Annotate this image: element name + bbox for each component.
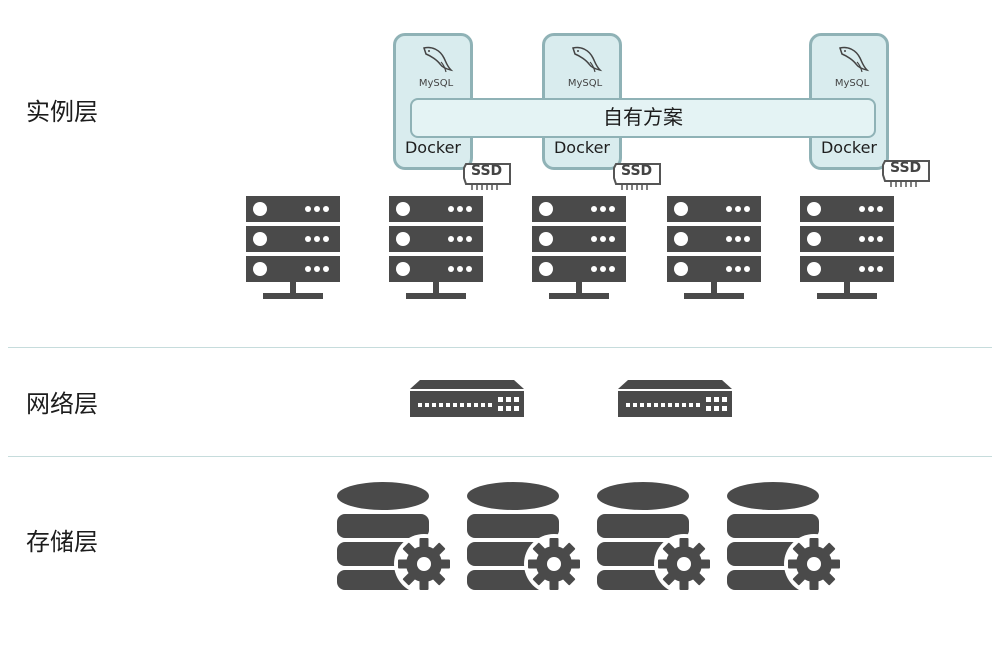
docker-label: Docker <box>820 138 878 157</box>
server-rack-icon <box>389 196 483 306</box>
database-gear-icon <box>336 478 454 598</box>
mysql-logo-icon: MySQL <box>415 42 457 90</box>
network-switch-icon <box>410 380 524 424</box>
docker-label: Docker <box>404 138 462 157</box>
server-rack-icon <box>800 196 894 306</box>
server-rack-icon <box>532 196 626 306</box>
ssd-icon: SSD <box>881 157 933 189</box>
ssd-label: SSD <box>890 160 922 176</box>
mysql-text: MySQL <box>567 78 603 89</box>
mysql-text: MySQL <box>418 78 454 89</box>
database-gear-icon <box>596 478 714 598</box>
database-gear-icon <box>726 478 844 598</box>
layer-label-network: 网络层 <box>26 390 98 418</box>
network-switch-icon <box>618 380 732 424</box>
layer-label-instance: 实例层 <box>26 98 98 126</box>
server-rack-icon <box>667 196 761 306</box>
ssd-icon: SSD <box>462 160 514 192</box>
ssd-icon: SSD <box>612 160 664 192</box>
layer-divider-bottom <box>8 456 992 457</box>
ssd-label: SSD <box>471 163 503 179</box>
mysql-logo-icon: MySQL <box>831 42 873 90</box>
solution-bar: 自有方案 <box>410 98 876 138</box>
docker-label: Docker <box>553 138 611 157</box>
mysql-text: MySQL <box>834 78 870 89</box>
layer-divider-top <box>8 347 992 348</box>
layer-label-storage: 存储层 <box>26 528 98 556</box>
database-gear-icon <box>466 478 584 598</box>
ssd-label: SSD <box>621 163 653 179</box>
server-rack-icon <box>246 196 340 306</box>
mysql-logo-icon: MySQL <box>564 42 606 90</box>
